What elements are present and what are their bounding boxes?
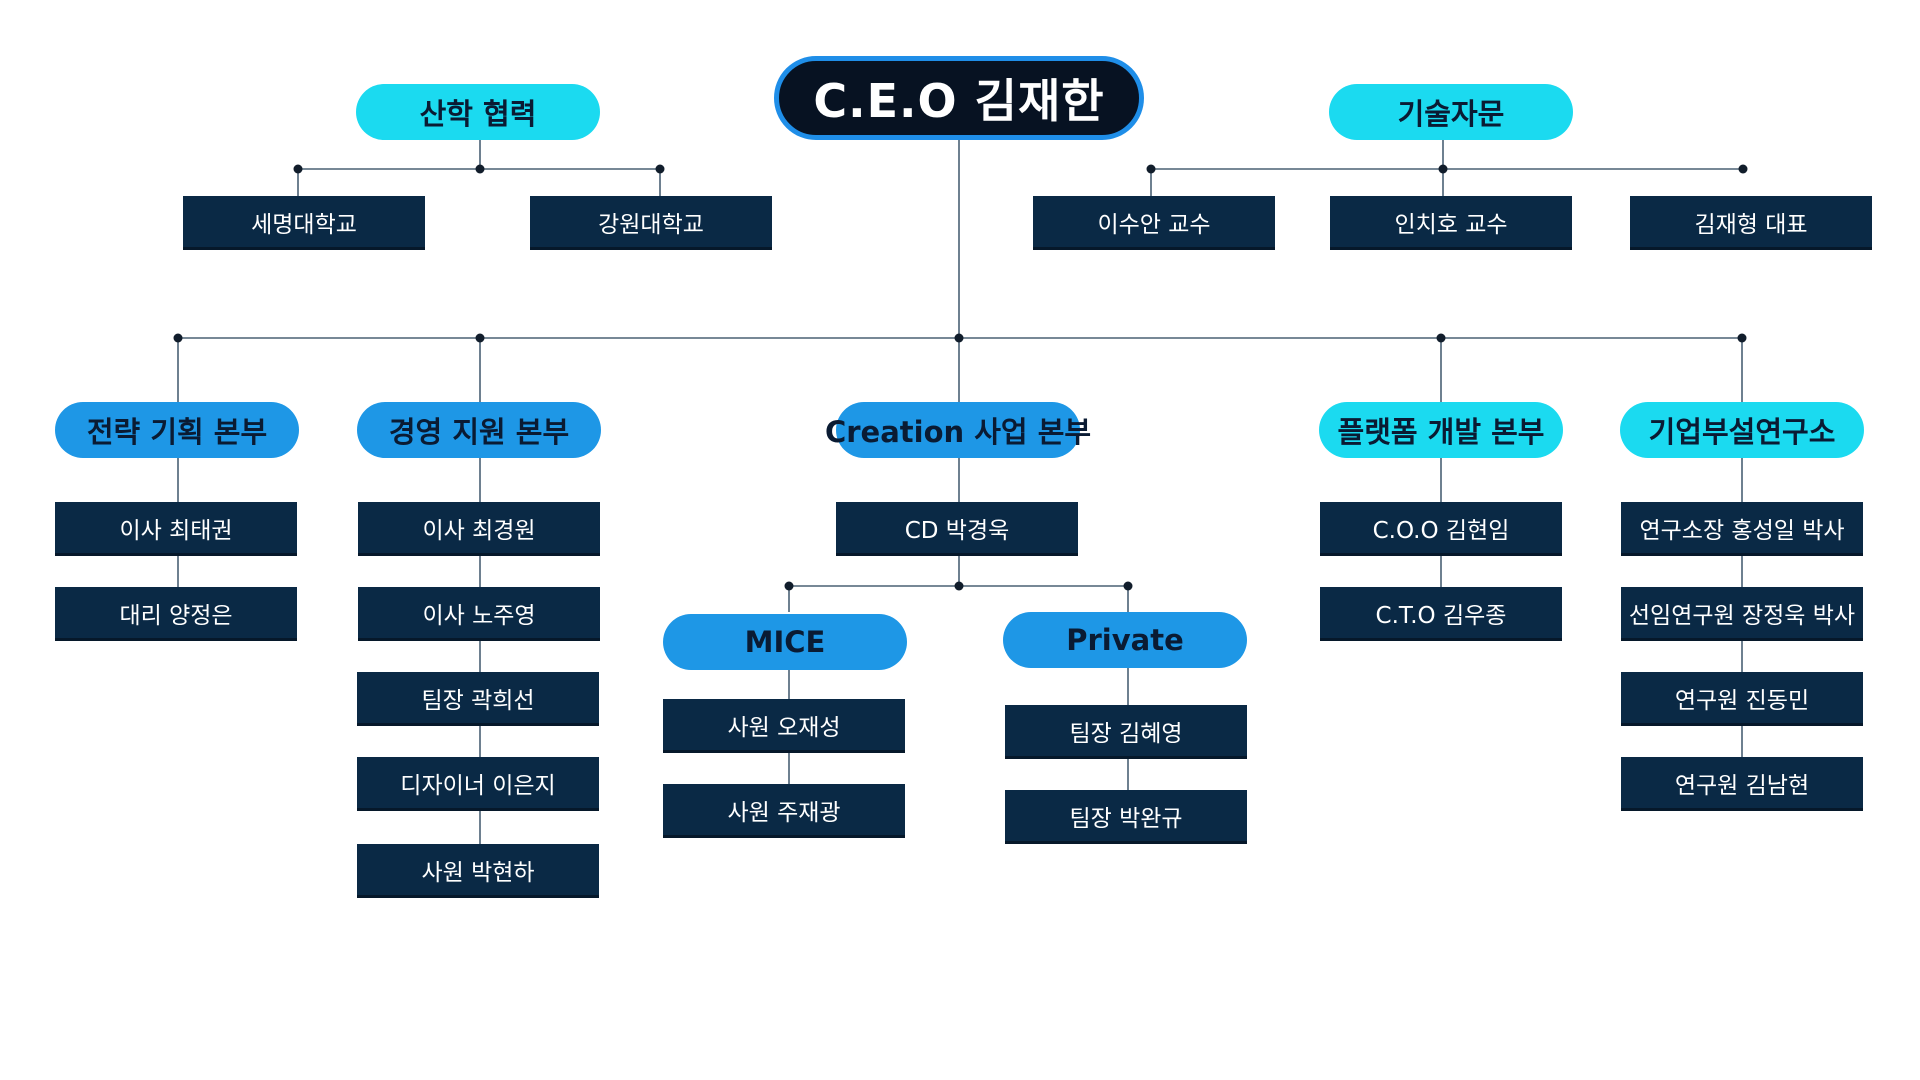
member-box: 김재형 대표 <box>1630 196 1872 250</box>
connector-dot <box>784 581 794 591</box>
team-mice: MICE <box>663 614 907 670</box>
member-box: 연구원 김남현 <box>1621 757 1863 811</box>
division-creation-business: Creation 사업 본부 <box>825 402 1091 458</box>
connector-dot <box>173 333 183 343</box>
connector-dot <box>475 333 485 343</box>
member-box: CD 박경욱 <box>836 502 1078 556</box>
member-box: 팀장 곽희선 <box>357 672 599 726</box>
member-box: C.T.O 김우종 <box>1320 587 1562 641</box>
member-box: 대리 양정은 <box>55 587 297 641</box>
group-industry-academia: 산학 협력 <box>356 84 600 140</box>
member-box: 강원대학교 <box>530 196 772 250</box>
member-box: 팀장 박완규 <box>1005 790 1247 844</box>
member-box: 디자이너 이은지 <box>357 757 599 811</box>
connector-dot <box>1436 333 1446 343</box>
member-box: 연구원 진동민 <box>1621 672 1863 726</box>
division-management-support: 경영 지원 본부 <box>357 402 601 458</box>
member-box: 이사 노주영 <box>358 587 600 641</box>
group-tech-advisory: 기술자문 <box>1329 84 1573 140</box>
connector-dot <box>954 333 964 343</box>
member-box: 인치호 교수 <box>1330 196 1572 250</box>
member-box: 이사 최경원 <box>358 502 600 556</box>
member-box: C.O.O 김현임 <box>1320 502 1562 556</box>
member-box: 팀장 김혜영 <box>1005 705 1247 759</box>
member-box: 연구소장 홍성일 박사 <box>1621 502 1863 556</box>
member-box: 선임연구원 장정욱 박사 <box>1621 587 1863 641</box>
connector-dot <box>1123 581 1133 591</box>
connector-dot <box>1438 164 1448 174</box>
division-research-institute: 기업부설연구소 <box>1620 402 1864 458</box>
connector-dot <box>655 164 665 174</box>
connector-dot <box>954 581 964 591</box>
member-box: 사원 오재성 <box>663 699 905 753</box>
member-box: 이사 최태권 <box>55 502 297 556</box>
connector-dot <box>1146 164 1156 174</box>
connector-dot <box>1737 333 1747 343</box>
member-box: 사원 박현하 <box>357 844 599 898</box>
team-private: Private <box>1003 612 1247 668</box>
connector-dot <box>293 164 303 174</box>
connector-dot <box>1738 164 1748 174</box>
connector-dot <box>475 164 485 174</box>
division-strategy-planning: 전략 기획 본부 <box>55 402 299 458</box>
ceo-node: C.E.O 김재한 <box>774 56 1144 140</box>
member-box: 이수안 교수 <box>1033 196 1275 250</box>
member-box: 세명대학교 <box>183 196 425 250</box>
division-platform-dev: 플랫폼 개발 본부 <box>1319 402 1563 458</box>
member-box: 사원 주재광 <box>663 784 905 838</box>
